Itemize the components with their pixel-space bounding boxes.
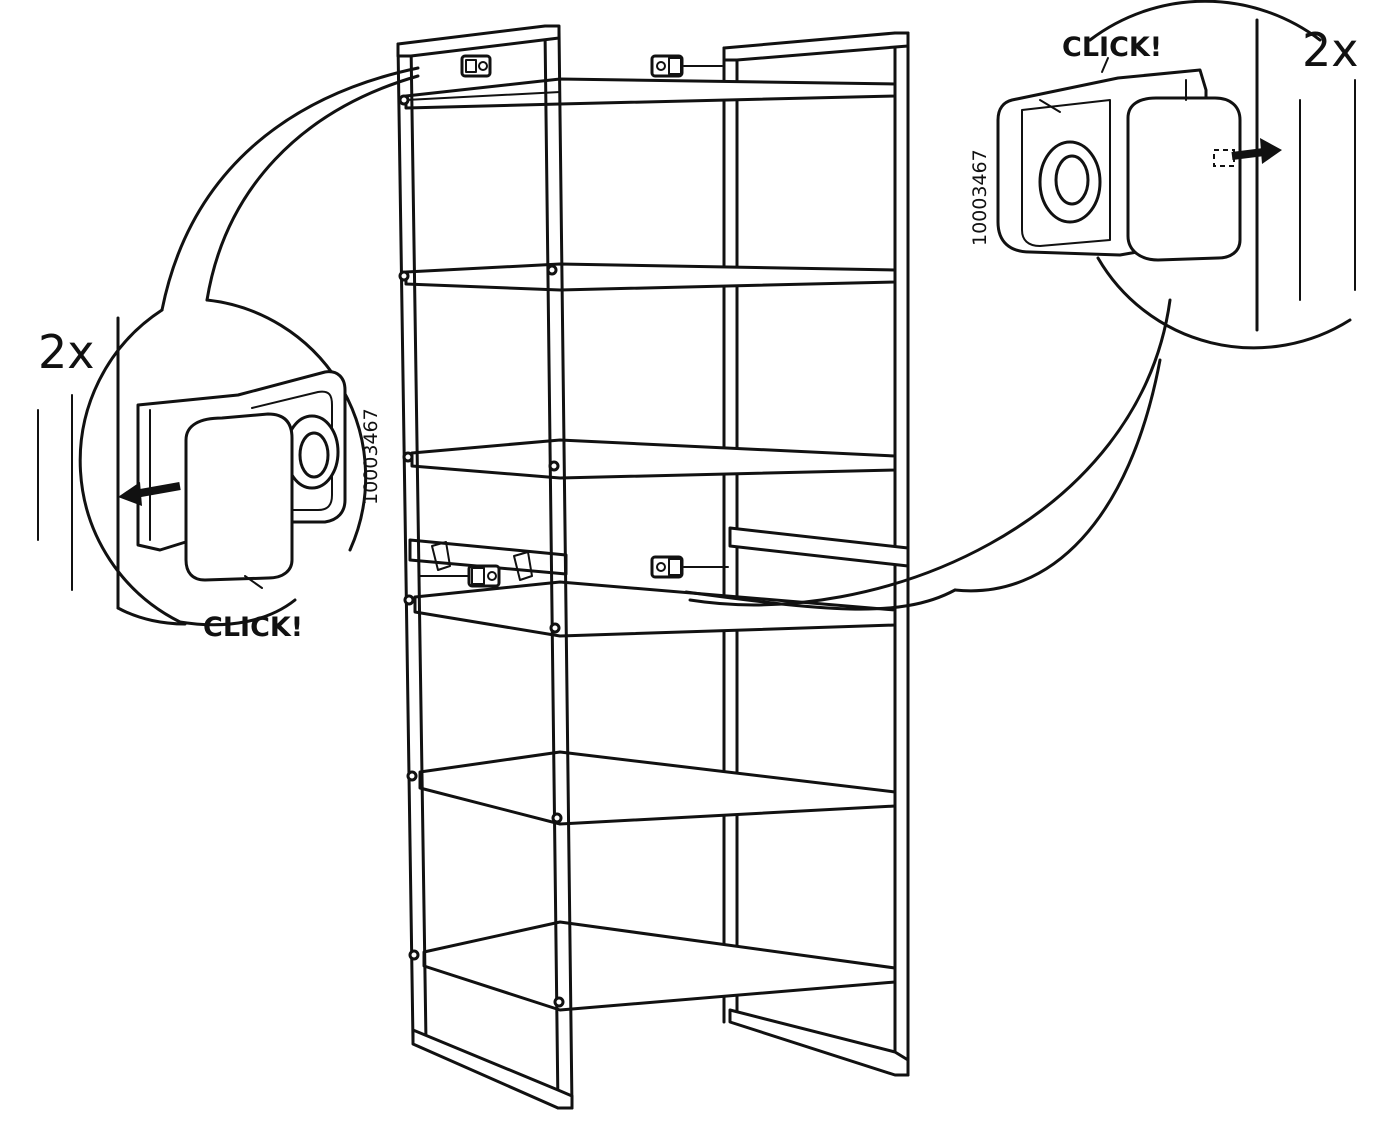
part-number: 10003467: [360, 408, 382, 505]
shelf-clip-icon: [460, 54, 492, 78]
front-frame: [396, 24, 574, 1110]
shelves: [404, 77, 910, 1012]
quantity-label: 2x: [1302, 23, 1359, 77]
quantity-label: 2x: [38, 325, 95, 379]
shelf-clip-icon: [136, 370, 347, 582]
right-detail-callout: 2x CLICK! 10003467: [684, 0, 1359, 611]
rail-hooks: [431, 541, 533, 581]
left-detail-callout: 2x CLICK! 10003467: [37, 66, 420, 643]
direction-arrow-icon: [1231, 138, 1282, 164]
click-sound-label: CLICK!: [203, 612, 303, 643]
shelf-clip-icon: [996, 68, 1242, 262]
shelf-clip-icon: [419, 564, 501, 588]
shelf-unit-illustration: [396, 24, 910, 1110]
shelf-clip-icon: [650, 54, 723, 78]
shelf-clip-icon: [650, 555, 729, 579]
click-sound-label: CLICK!: [1062, 32, 1162, 63]
part-number: 10003467: [969, 149, 991, 246]
direction-arrow-icon: [118, 482, 181, 506]
